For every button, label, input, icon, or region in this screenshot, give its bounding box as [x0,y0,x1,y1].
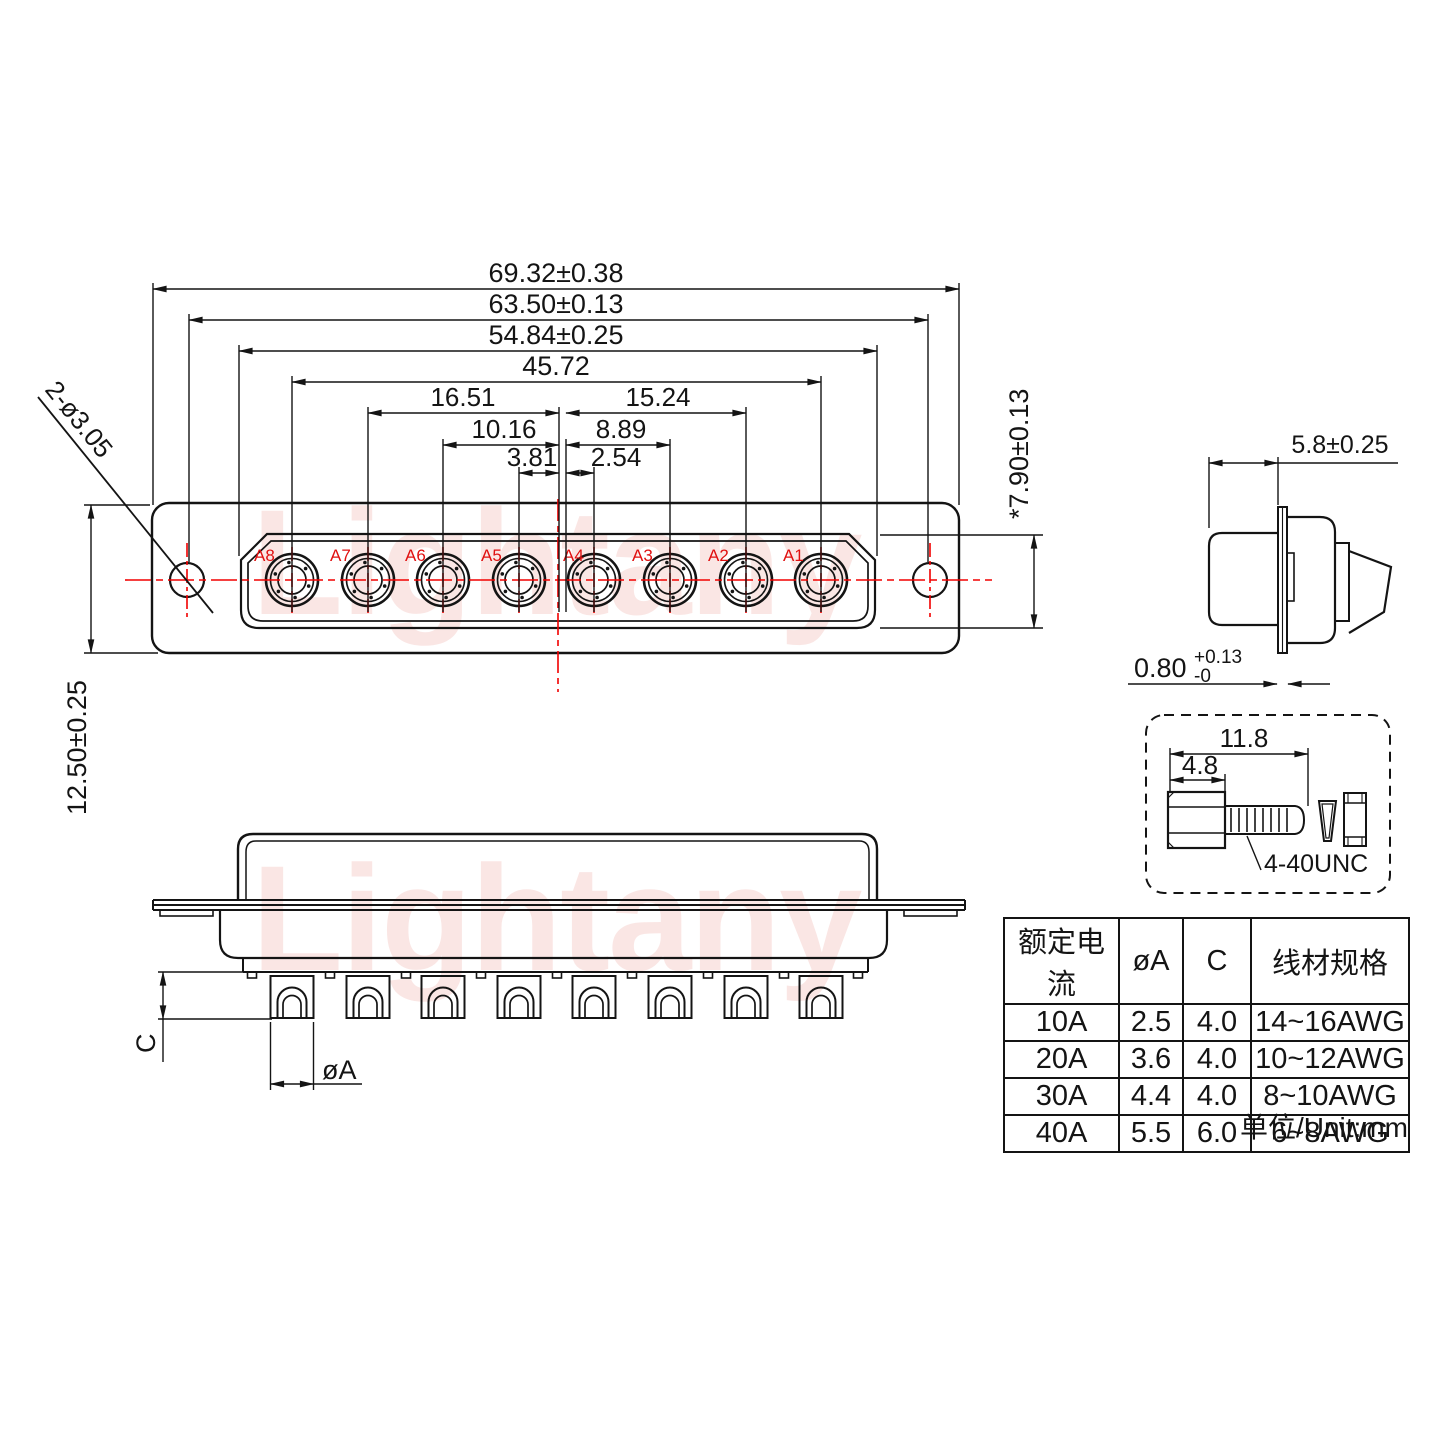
spec-cell: 4.0 [1182,1040,1252,1079]
spec-header-wire: 线材规格 [1250,917,1410,1005]
d-insert-inner [247,540,869,622]
spec-cell: 4.0 [1182,1077,1252,1116]
spec-row-10a: 10A 2.5 4.0 14~16AWG [1003,1003,1410,1042]
unit-note: 单位/Unit:mm [1239,1112,1408,1143]
screw-dim-lines [1169,748,1309,871]
side-view: 5.8±0.25 0.80 +0.13 -0 [1128,431,1398,688]
dim-insert-height: *7.90±0.13 [1004,389,1034,519]
spec-header-current: 额定电流 [1003,917,1120,1005]
dim-overall-width: 69.32±0.38 [489,258,624,288]
dim-contact-span: 45.72 [522,351,590,381]
spec-cell: 4.4 [1118,1077,1184,1116]
spec-header-row: 额定电流 øA C 线材规格 [1003,917,1410,1005]
dim-10-16: 10.16 [471,414,536,444]
bottom-dim-lines [158,971,362,1090]
dim-8-89: 8.89 [596,414,647,444]
spec-header-c: C [1182,917,1252,1005]
dim-body-height: 12.50±0.25 [62,680,92,815]
spec-cell: 3.6 [1118,1040,1184,1079]
dim-screw-head: 4.8 [1182,750,1218,780]
contact-label-a5: A5 [481,546,502,565]
spec-cell: 2.5 [1118,1003,1184,1042]
contact-label-a2: A2 [708,546,729,565]
spec-cell: 5.5 [1118,1114,1184,1153]
thread-label: 4-40UNC [1264,850,1368,878]
spec-cell: 4.0 [1182,1003,1252,1042]
contact-label-a6: A6 [405,546,426,565]
d-insert-outer [239,532,877,630]
dim-16-51: 16.51 [430,382,495,412]
spec-cell: 6~8AWG [1250,1114,1410,1153]
dim-cup-depth: C [131,1034,161,1054]
dim-flange-thickness: 0.80 +0.13 -0 [1134,647,1247,687]
dim-mount-spacing: 63.50±0.13 [489,289,624,319]
contact-label-a7: A7 [330,546,351,565]
bottom-view: C øA [131,832,966,1090]
spec-cell: 8~10AWG [1250,1077,1410,1116]
contact-label-a1: A1 [783,546,804,565]
front-body-outline [150,501,961,655]
spec-row-30a: 30A 4.4 4.0 8~10AWG [1003,1077,1410,1116]
spec-cell: 14~16AWG [1250,1003,1410,1042]
spec-cell: 40A [1003,1114,1120,1153]
dim-cup-diameter: øA [322,1055,357,1085]
thumbscrew [1166,790,1367,850]
spec-row-20a: 20A 3.6 4.0 10~12AWG [1003,1040,1410,1079]
dim-insert-width: 54.84±0.25 [489,320,624,350]
dim-15-24: 15.24 [625,382,690,412]
screw-detail: 11.8 4.8 4-40UNC [1145,714,1391,894]
contact-label-a3: A3 [632,546,653,565]
spec-table: 额定电流 øA C 线材规格 10A 2.5 4.0 14~16AWG 20A … [1003,917,1410,1153]
contact-label-a4: A4 [563,546,584,565]
extension-lines [152,283,960,612]
watermark-text-bottom: Lightany [252,834,863,1002]
dim-front-depth: 5.8±0.25 [1291,431,1388,459]
contact-labels: A8 A7 A6 A5 A4 A3 A2 A1 [254,546,804,565]
dimension-lines [37,285,1043,654]
spec-header-phi-a: øA [1118,917,1184,1005]
dim-3-81: 3.81 [507,442,558,472]
dim-2-54: 2.54 [591,442,642,472]
spec-cell: 30A [1003,1077,1120,1116]
spec-cell: 10~12AWG [1250,1040,1410,1079]
spec-cell: 10A [1003,1003,1120,1042]
dim-screw-total: 11.8 [1220,723,1269,753]
spec-row-40a: 40A 5.5 6.0 6~8AWG [1003,1114,1410,1153]
contact-label-a8: A8 [254,546,275,565]
spec-cell: 20A [1003,1040,1120,1079]
dim-mount-hole: 2-ø3.05 [39,375,119,464]
spec-cell: 6.0 [1182,1114,1252,1153]
detail-border [1145,714,1391,894]
